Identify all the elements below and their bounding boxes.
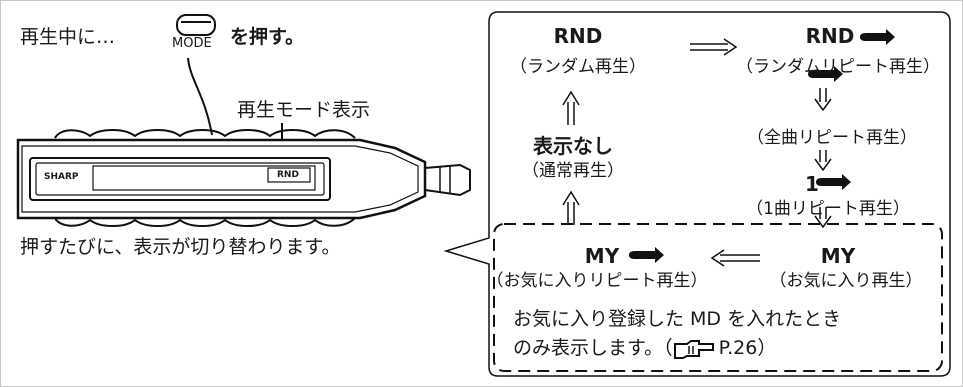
repeat-arrow-icon	[808, 66, 843, 82]
mode-my-repeat-label: MY	[584, 244, 620, 268]
repeat-arrow-icon	[629, 247, 664, 263]
mode-my-sub: （お気に入り再生）	[769, 271, 923, 291]
repeat-arrow-icon	[816, 174, 851, 190]
mode-rnd-label: RND	[553, 24, 603, 48]
footnote-suffix: ）	[757, 337, 777, 359]
mode-rnd-repeat-sub: （ランダムリピート再生）	[736, 57, 940, 77]
mode-none-label: 表示なし	[533, 134, 613, 158]
mode-button-cap	[176, 14, 216, 36]
footnote-line1: お気に入り登録した MD を入れたとき	[513, 308, 842, 330]
arrow-right	[690, 38, 738, 56]
mode-one-repeat-label: 1	[805, 172, 819, 196]
instruction-prefix: 再生中に…	[20, 26, 116, 48]
mode-rnd-sub: （ランダム再生）	[510, 57, 646, 77]
mode-button-icon: MODE	[172, 14, 220, 60]
footnote-page-ref: P.26	[718, 337, 758, 359]
device-display-text: RND	[277, 170, 299, 180]
arrow-up-1	[562, 90, 580, 125]
arrow-down-2	[814, 150, 832, 172]
display-callout-label: 再生モード表示	[237, 99, 371, 121]
mode-my-repeat-sub: （お気に入りリピート再生）	[486, 271, 708, 291]
footnote-prefix: のみ表示します。（	[513, 337, 673, 359]
arrow-up-2	[562, 190, 580, 225]
press-note: 押すたびに、表示が切り替わります。	[20, 236, 341, 258]
mode-rnd-repeat-label: RND	[805, 24, 855, 48]
mode-none-sub: （通常再生）	[522, 161, 624, 181]
arrow-left	[710, 249, 760, 267]
footnote-line2: のみ表示します。（ P.26）	[513, 333, 776, 360]
arrow-down-3	[814, 207, 832, 229]
repeat-arrow-icon	[860, 29, 895, 45]
device-brand-logo: SHARP	[44, 172, 79, 182]
mode-one-repeat-sub: （1曲リピート再生）	[746, 199, 910, 219]
arrow-down-1	[814, 88, 832, 112]
mode-button-label: MODE	[172, 36, 212, 51]
pointing-hand-icon	[673, 339, 714, 359]
mode-all-repeat-sub: （全曲リピート再生）	[747, 128, 917, 148]
mode-my-label: MY	[820, 244, 856, 268]
instruction-suffix: を押す。	[230, 26, 305, 48]
player-remote-illustration	[16, 57, 471, 227]
